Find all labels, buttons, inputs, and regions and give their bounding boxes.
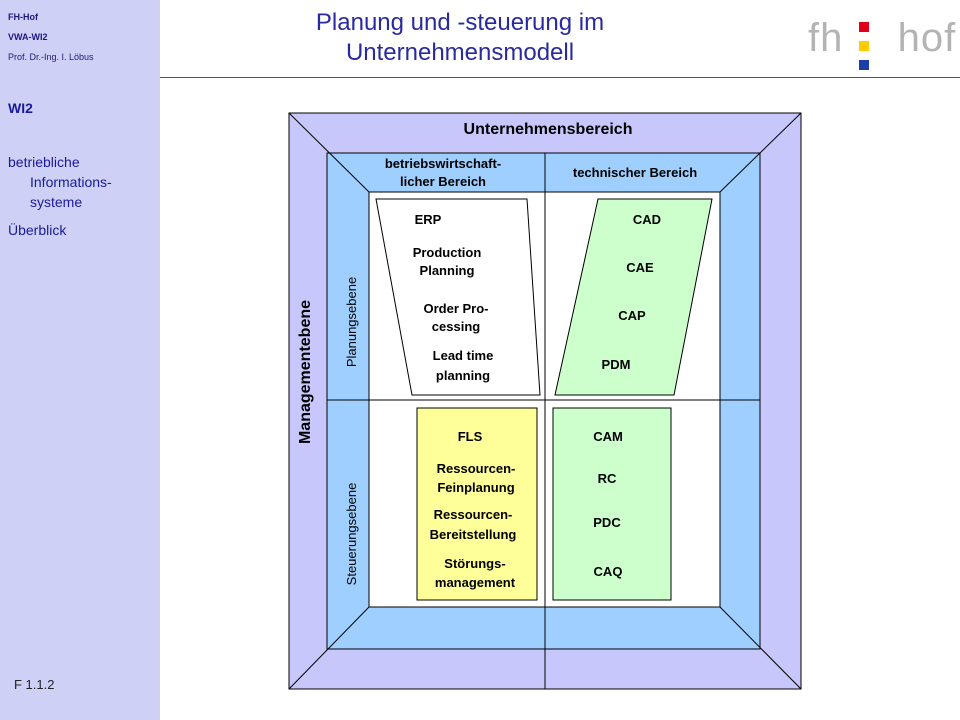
logo-square-red — [859, 22, 869, 32]
label-technisch: technischer Bereich — [573, 165, 697, 180]
diagonal-bottom-left — [288, 606, 370, 690]
page-title: Planung und -steuerung im Unternehmensmo… — [250, 8, 670, 68]
cad-box — [554, 198, 713, 396]
cam-box — [552, 407, 672, 601]
logo-square-yellow — [859, 41, 869, 51]
title-line1: Planung und -steuerung im — [315, 9, 605, 36]
label-bwl-line1: betriebswirtschaft- — [385, 156, 501, 171]
pdm-label: PDM — [602, 357, 631, 372]
topic-line3[interactable]: systeme — [30, 194, 83, 210]
label-planung: Planungsebene — [344, 277, 359, 367]
title-line2: Unternehmensmodell — [345, 39, 575, 66]
topic-line1[interactable]: betriebliche — [8, 154, 80, 170]
fls-rb-line1: Ressourcen- — [434, 507, 513, 522]
fls-sm-line1: Störungs- — [444, 556, 505, 571]
sidebar — [0, 0, 160, 720]
fls-rb-line2: Bereitstellung — [430, 527, 517, 542]
diagonal-top-left — [288, 112, 370, 193]
erp-pp-line2: Planning — [420, 263, 475, 278]
slide-number: F 1.1.2 — [14, 677, 55, 692]
rc-label: RC — [598, 471, 617, 486]
overview-link[interactable]: Überblick — [8, 222, 67, 238]
cad-label: CAD — [633, 212, 661, 227]
fls-rf-line1: Ressourcen- — [437, 461, 516, 476]
org-label: FH-Hof — [8, 12, 38, 22]
erp-lt-line2: planning — [436, 368, 490, 383]
erp-pp-line1: Production — [413, 245, 482, 260]
caq-label: CAQ — [594, 564, 623, 579]
erp-lt-line1: Lead time — [433, 348, 494, 363]
logo-square-blue — [859, 60, 869, 70]
fls-rf-line2: Feinplanung — [437, 480, 514, 495]
professor-label: Prof. Dr.-Ing. I. Löbus — [8, 52, 94, 62]
pdc-label: PDC — [593, 515, 621, 530]
fls-title: FLS — [458, 429, 483, 444]
erp-box — [375, 198, 541, 396]
header-divider — [160, 77, 960, 78]
cam-label: CAM — [593, 429, 623, 444]
course-label: VWA-WI2 — [8, 32, 48, 42]
label-unternehmensbereich: Unternehmensbereich — [464, 121, 633, 138]
section-link[interactable]: WI2 — [8, 100, 33, 116]
logo-text-left: fh — [808, 16, 844, 60]
erp-title: ERP — [415, 212, 442, 227]
label-steuerung: Steuerungsebene — [344, 483, 359, 586]
label-management: Managementebene — [297, 300, 314, 444]
logo-text-right: hof — [897, 16, 957, 60]
fls-box — [416, 407, 538, 601]
label-bwl-line2: licher Bereich — [400, 174, 486, 189]
diagonal-top-right — [719, 112, 802, 193]
topic-line2[interactable]: Informations- — [30, 174, 112, 190]
diagonal-bottom-right — [719, 606, 802, 690]
fls-sm-line2: management — [435, 575, 516, 590]
erp-op-line1: Order Pro- — [423, 301, 488, 316]
cap-label: CAP — [618, 308, 646, 323]
erp-op-line2: cessing — [432, 319, 480, 334]
fh-hof-logo: fh hof — [808, 16, 956, 61]
cae-label: CAE — [626, 260, 654, 275]
